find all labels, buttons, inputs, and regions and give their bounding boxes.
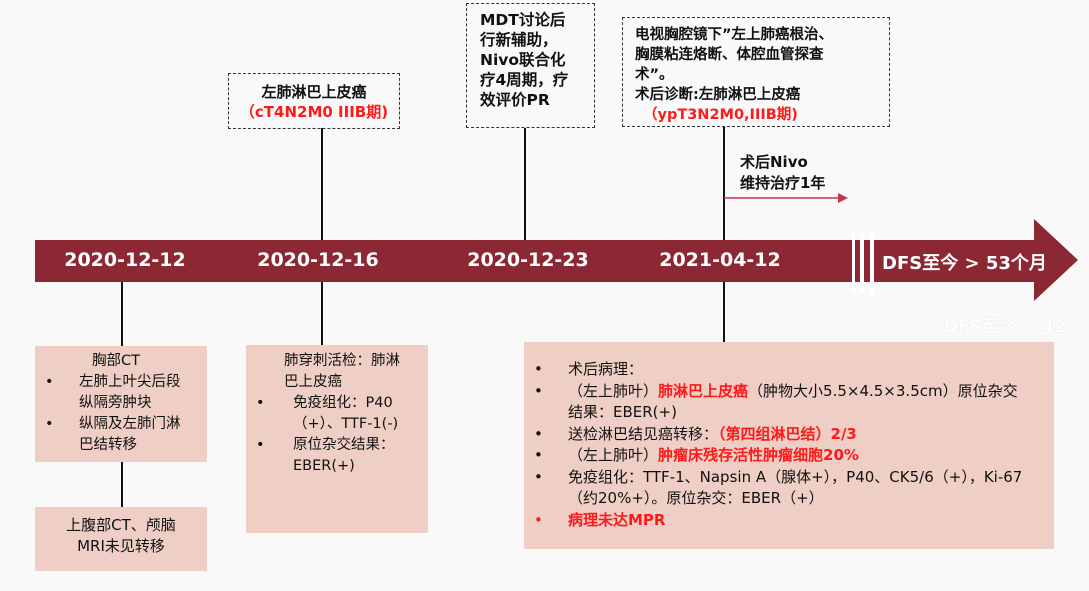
break-mark [870,233,874,295]
list-item: 免疫组化：P40（+）、TTF-1(-) [246,393,418,435]
text-line: Nivo联合化 [480,51,566,69]
dfs-label: DFS至今 > 53个月 [882,253,1047,274]
list-item: 左肺上叶尖后段纵隔旁肿块 [35,372,193,414]
connector [321,128,323,240]
text: （肿物大小5.5×4.5×3.5cm）原位杂交结果：EBER(+) [568,381,1018,422]
ghost-label: DFS至今 > 42 [944,317,1066,337]
text-line: 术”。 [635,67,674,83]
diagnosis-text: 左肺淋巴上皮癌 [261,83,367,101]
box-title: 胸部CT [92,353,140,369]
stage-text: （cT4N2M0 IIIB期) [239,103,389,121]
date-label: 2020-12-12 [64,249,186,271]
mri-box: 上腹部CT、颅脑MRI未见转移 [35,507,207,571]
date-label: 2021-04-12 [659,249,781,271]
text-line: 电视胸腔镜下”左上肺癌根治、 [635,27,834,43]
diagnosis-box: 左肺淋巴上皮癌 （cT4N2M0 IIIB期) [228,73,400,129]
stage-text: （ypT3N2M0,IIIB期) [643,107,798,123]
text: 术后病理： [568,360,644,378]
surgery-box: 电视胸腔镜下”左上肺癌根治、 胸膜粘连烙断、体腔血管探查 术”。 术后诊断:左肺… [622,17,890,127]
list-item: （左上肺叶）肿瘤床残存活性肿瘤细胞20% [524,445,1024,467]
highlight-text: 病理未达MPR [568,510,666,529]
connector [121,462,123,508]
connector [723,127,725,240]
text-line: 维持治疗1年 [740,174,826,192]
ct-box: 胸部CT 左肺上叶尖后段纵隔旁肿块 纵隔及左肺门淋巴结转移 [35,346,207,462]
break-mark [852,233,855,293]
text-line: 行新辅助， [480,31,558,49]
highlight-text: 肺淋巴上皮癌 [658,381,749,400]
connector [723,282,725,342]
break-mark [860,233,864,293]
text-line: 疗4周期，疗 [480,71,569,89]
text-line: 术后Nivo [740,153,808,171]
arrow-right-icon [724,193,848,203]
text-line: MDT讨论后 [480,11,566,29]
box-title: 肺穿刺活检：肺淋巴上皮癌 [284,353,400,390]
list-item: 免疫组化：TTF-1、Napsin A（腺体+），P40、CK5/6（+），Ki… [524,467,1024,510]
date-label: 2020-12-16 [257,249,379,271]
list-item: 原位杂交结果：EBER(+) [246,435,418,477]
highlight-text: （第四组淋巴结）2/3 [718,424,857,443]
arrow-head [1034,219,1078,301]
highlight-text: 肿瘤床残存活性肿瘤细胞20% [658,446,859,464]
list-item: 送检淋巴结见癌转移：（第四组淋巴结）2/3 [524,424,1024,446]
text-line: 术后诊断:左肺淋巴上皮癌 [635,87,801,103]
mdt-box: MDT讨论后 行新辅助， Nivo联合化 疗4周期，疗 效评价PR [466,3,595,128]
text: （左上肺叶） [568,381,659,400]
text: 送检淋巴结见癌转移： [568,424,719,443]
list-item: （左上肺叶）肺淋巴上皮癌（肿物大小5.5×4.5×3.5cm）原位杂交结果：EB… [524,381,1024,424]
pathology-box: 术后病理： （左上肺叶）肺淋巴上皮癌（肿物大小5.5×4.5×3.5cm）原位杂… [524,342,1054,549]
date-label: 2020-12-23 [467,249,589,271]
connector [524,128,526,240]
biopsy-box: 肺穿刺活检：肺淋巴上皮癌 免疫组化：P40（+）、TTF-1(-) 原位杂交结果… [246,345,428,533]
connector [321,282,323,345]
list-item: 纵隔及左肺门淋巴结转移 [35,414,193,456]
list-item: 术后病理： [524,359,1024,381]
list-item: 病理未达MPR [524,510,1024,532]
connector [121,282,123,346]
text: （左上肺叶） [568,446,659,464]
text-line: 胸膜粘连烙断、体腔血管探查 [635,47,824,63]
text-line: 效评价PR [480,91,550,109]
maintenance-text: 术后Nivo 维持治疗1年 [740,152,825,194]
text: 免疫组化：TTF-1、Napsin A（腺体+），P40、CK5/6（+），Ki… [568,467,1023,508]
